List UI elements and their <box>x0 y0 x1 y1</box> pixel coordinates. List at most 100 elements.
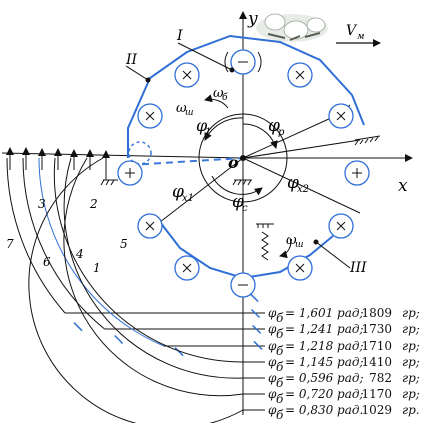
legend-count: 1029 <box>361 403 392 417</box>
omega-sh2-label: ω <box>286 233 297 248</box>
omega-sh-arc-lower <box>279 237 292 259</box>
omega-sh-sub: ш <box>185 108 194 118</box>
legend-value: = 1,218 рад; <box>285 339 364 353</box>
trajectory-arc <box>22 157 105 330</box>
arc-tick-mark <box>73 322 83 332</box>
trajectory-arc <box>53 157 244 363</box>
legend-symbol: φ <box>268 322 277 336</box>
roman-labels: I II III <box>125 28 367 276</box>
roman-2-label: II <box>125 52 138 68</box>
center-hub <box>240 155 246 161</box>
drum-outline-upper <box>127 34 365 158</box>
angle-labels: φ 1 φ p φ x1 φ c φ x2 ω б ω ш ω ш <box>172 86 309 250</box>
legend-unit: гр; <box>402 371 420 385</box>
arc-number-label: 1 <box>93 261 101 275</box>
hatch-left <box>100 168 118 186</box>
legend-subscript: б <box>276 344 284 358</box>
legend-symbol: φ <box>268 339 277 353</box>
spring <box>256 223 274 261</box>
lower-right-diag <box>242 157 361 214</box>
legend-unit: гр; <box>402 387 420 401</box>
legend-value: = 0,596 рад; <box>285 371 364 385</box>
legend-subscript: б <box>276 392 284 406</box>
legend-subscript: б <box>276 408 284 422</box>
phi-1-sub: 1 <box>205 127 211 138</box>
legend-count: 1710 <box>361 339 392 353</box>
legend-value: = 0,830 рад. <box>285 403 363 417</box>
arc-tick-mark <box>114 334 124 345</box>
phi-c-arc <box>211 175 263 196</box>
y-axis-label: y <box>247 9 258 29</box>
omega-sh2-sub: ш <box>295 240 304 250</box>
legend-unit: гр; <box>402 322 420 336</box>
trajectory-arc <box>38 157 164 347</box>
arc-tick-mark <box>174 347 184 357</box>
legend-value: = 0,720 рад; <box>285 387 364 401</box>
cotton-image <box>256 13 328 42</box>
top-roller-arcs <box>224 51 262 73</box>
arc-number-label: 4 <box>75 247 84 261</box>
omega-sh-label: ω <box>176 101 187 116</box>
legend-symbol: φ <box>268 387 277 401</box>
trajectory-arc <box>6 157 66 314</box>
legend-subscript: б <box>276 360 284 374</box>
legend-unit: гр; <box>402 355 420 369</box>
dashed-circle <box>128 141 152 165</box>
phi-1-arc <box>204 117 244 141</box>
arc-number-label: 2 <box>89 197 98 211</box>
omega-b-arc <box>204 94 229 109</box>
trajectory-arc <box>63 157 244 397</box>
legend-unit: гр; <box>402 339 420 353</box>
roman-1-label: I <box>176 28 183 44</box>
omega-b-sub: б <box>222 92 228 103</box>
legend-value: = 1,241 рад; <box>285 322 364 336</box>
legend-count: 782 <box>369 371 392 385</box>
trajectory-arc <box>28 157 244 423</box>
arc-tick-mark <box>252 324 262 334</box>
legend-subscript: б <box>276 327 284 341</box>
phi-x1-label: φ <box>172 182 184 202</box>
velocity-subscript: м <box>357 32 364 42</box>
phi-x2-label: φ <box>287 173 299 193</box>
arc-number-label: 5 <box>120 237 128 251</box>
dashed-blue-line <box>129 157 244 166</box>
lower-left-diag <box>159 157 244 223</box>
legend-subscript: б <box>276 376 284 390</box>
trajectory-arcs <box>6 157 265 423</box>
legend-symbol: φ <box>268 371 277 385</box>
legend-count: 1170 <box>361 387 392 401</box>
legend-symbol: φ <box>268 403 277 417</box>
roller-symbols <box>125 61 362 286</box>
phi-p-arc <box>242 123 278 149</box>
arc-tick-mark <box>250 308 261 319</box>
phi-p-sub: p <box>278 127 285 138</box>
phi-c-sub: c <box>242 203 248 214</box>
phi-x1-sub: x1 <box>182 193 194 204</box>
arc-tick-mark <box>253 340 263 350</box>
legend-subscript: б <box>276 311 284 325</box>
phi-c-label: φ <box>232 192 244 212</box>
upper-right-line <box>242 112 343 159</box>
arc-number-label: 3 <box>38 197 46 211</box>
legend-unit: гр. <box>402 403 420 417</box>
origin-label: o <box>228 153 239 172</box>
arc-tick-mark <box>249 293 259 303</box>
legend-value: = 1,601 рад; <box>285 306 364 320</box>
omega-b-label: ω <box>213 86 224 101</box>
legend-count: 1410 <box>361 355 392 369</box>
phi-1-label: φ <box>196 116 208 135</box>
left-baseline <box>1 152 244 159</box>
phi-x2-sub: x2 <box>297 184 309 195</box>
arc-number-label: 7 <box>6 237 14 251</box>
hatch-right <box>354 135 381 146</box>
legend-symbol: φ <box>268 355 277 369</box>
